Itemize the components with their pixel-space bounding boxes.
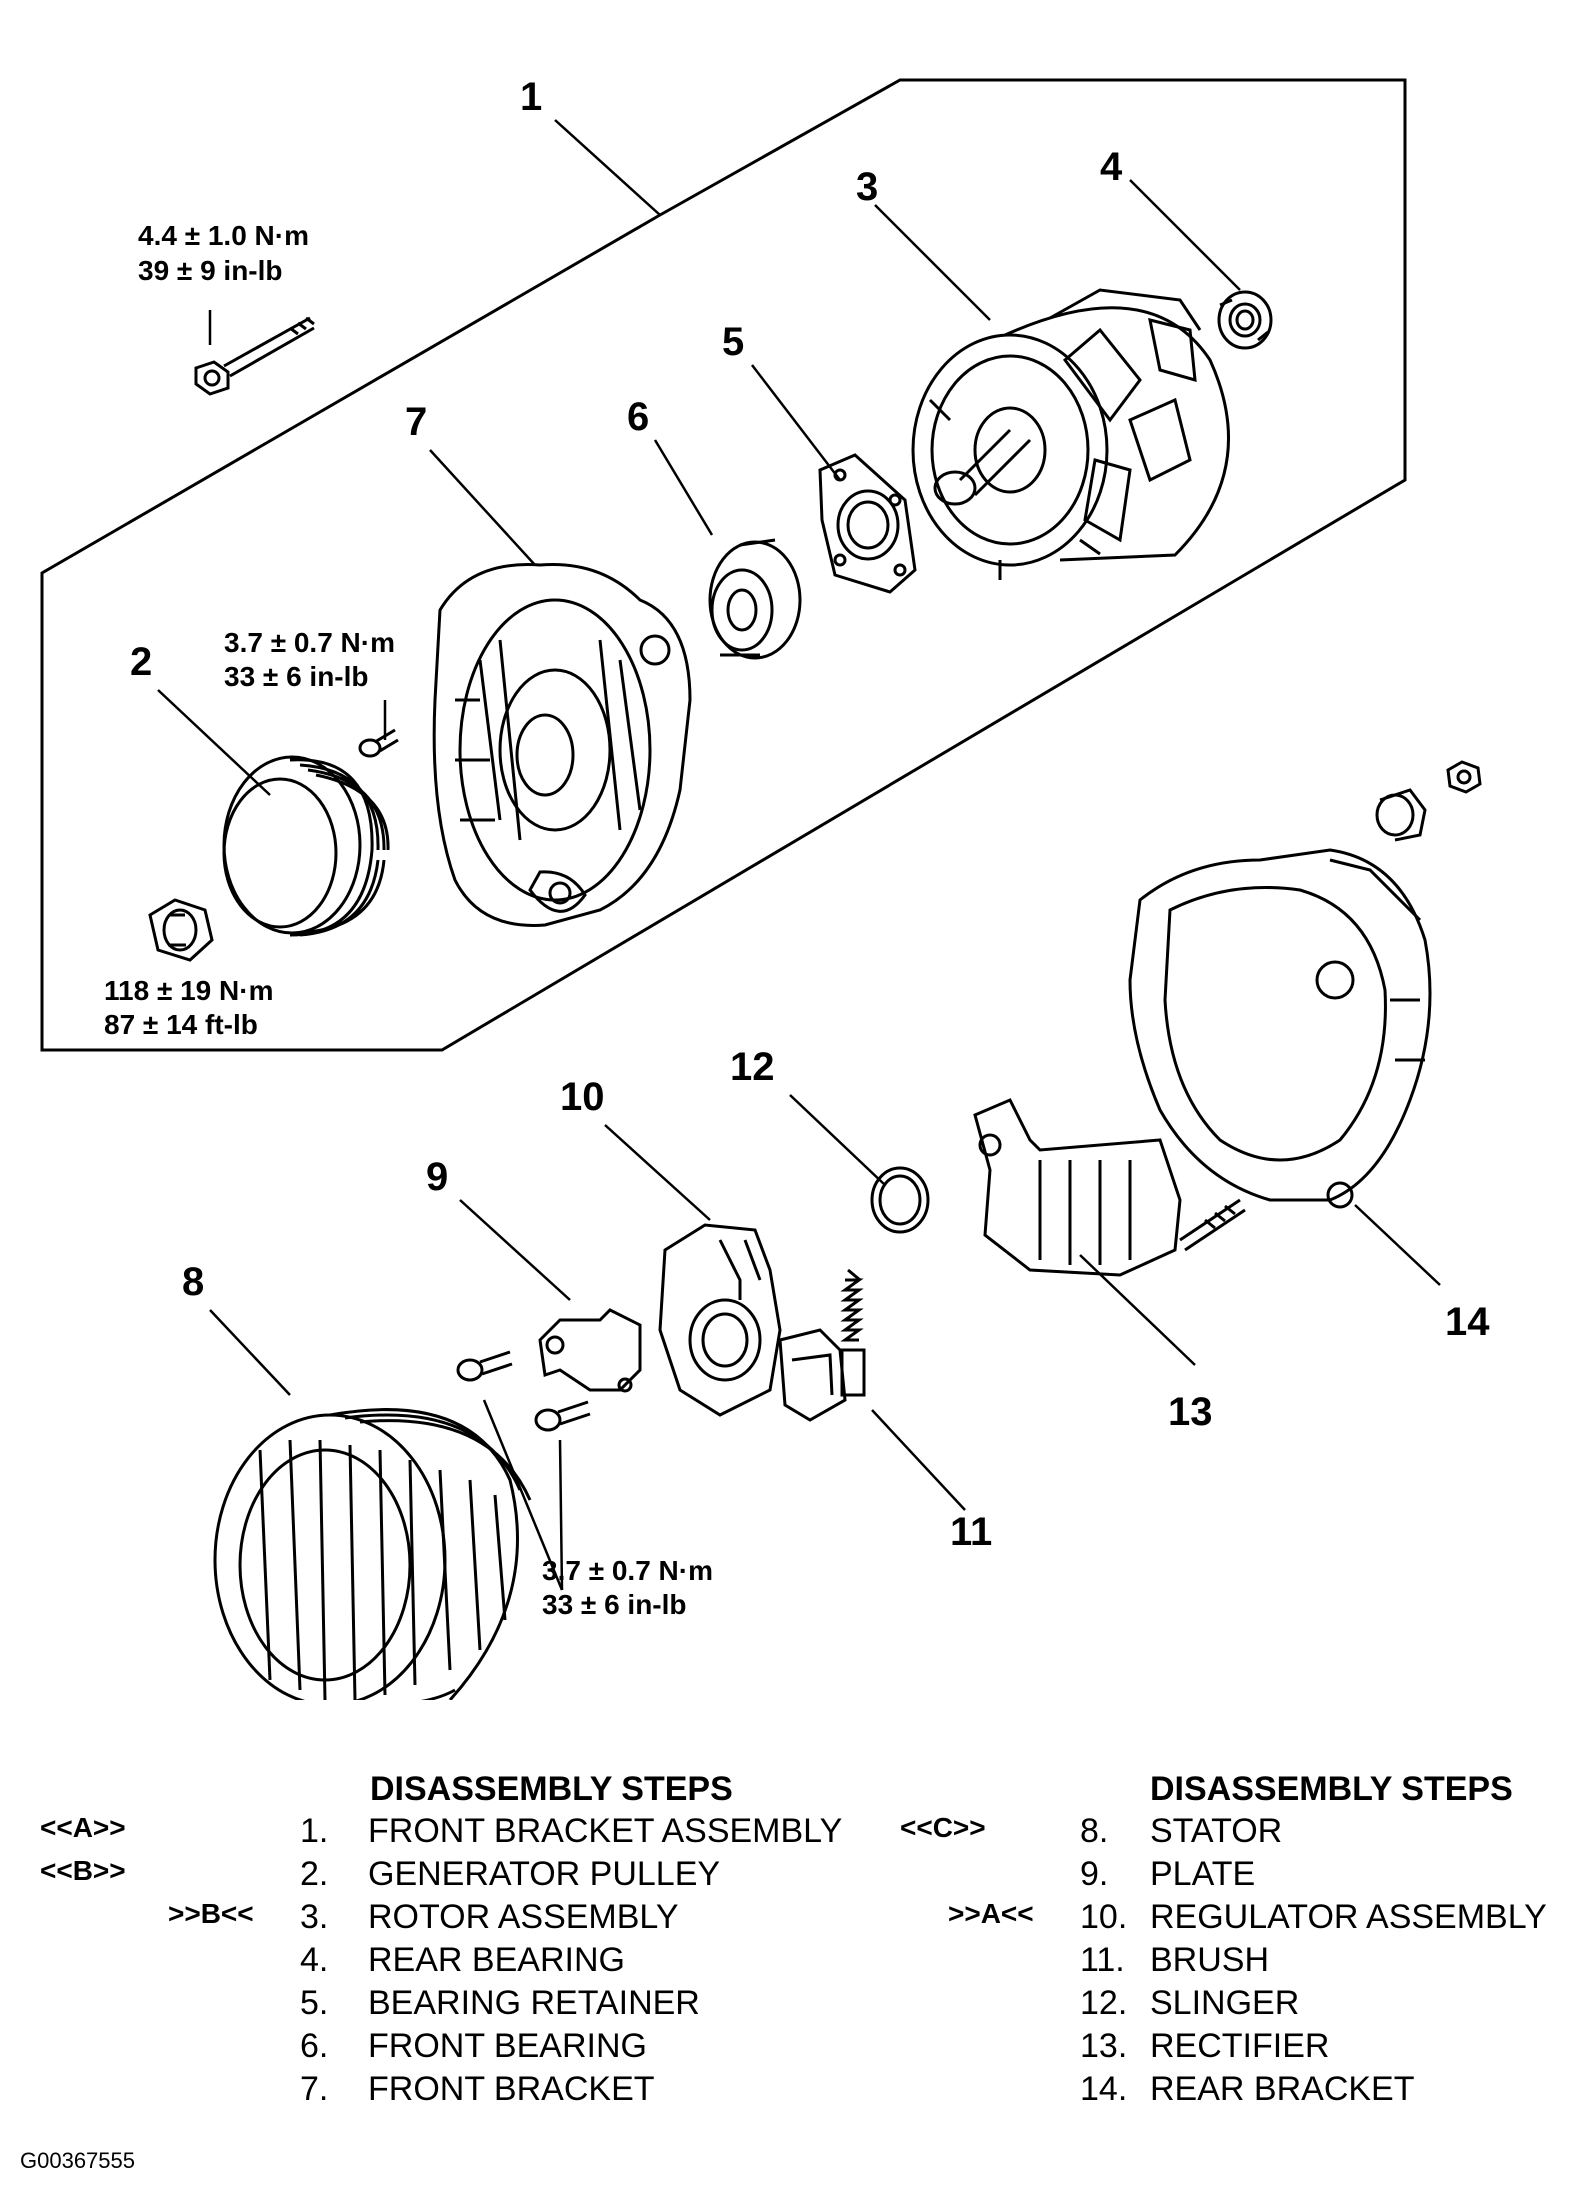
callout-2: 2 bbox=[130, 640, 152, 684]
step-label: BEARING RETAINER bbox=[368, 1984, 700, 2022]
callout-4: 4 bbox=[1100, 145, 1123, 189]
front-bracket-icon bbox=[432, 562, 692, 927]
callout-labels: 1 2 3 4 5 6 7 8 9 10 11 12 13 14 bbox=[130, 75, 1490, 1554]
step-number: 8. bbox=[1080, 1812, 1109, 1850]
rear-bearing-icon bbox=[1217, 290, 1273, 350]
through-bolt-icon bbox=[194, 316, 315, 396]
callout-8: 8 bbox=[182, 1260, 204, 1304]
step-label: BRUSH bbox=[1150, 1941, 1270, 1979]
slinger-icon bbox=[870, 1166, 930, 1234]
torque-specs: 4.4 ± 1.0 N·m 39 ± 9 in-lb 3.7 ± 0.7 N·m… bbox=[104, 220, 713, 1620]
regulator-assembly-icon bbox=[658, 1223, 847, 1422]
disassembly-steps-right: DISASSEMBLY STEPS <<C>> 8. STATOR 9. PLA… bbox=[880, 1770, 1590, 2130]
callout-1: 1 bbox=[520, 75, 542, 119]
step-label: RECTIFIER bbox=[1150, 2027, 1330, 2065]
step-label: GENERATOR PULLEY bbox=[368, 1855, 721, 1893]
step-label: SLINGER bbox=[1150, 1984, 1300, 2022]
terminal-insulator-icon bbox=[1375, 788, 1427, 842]
step-number: 9. bbox=[1080, 1855, 1109, 1893]
step-number: 3. bbox=[300, 1898, 329, 1936]
step-number: 12. bbox=[1080, 1984, 1128, 2022]
callout-13: 13 bbox=[1168, 1390, 1213, 1434]
step-label: REGULATOR ASSEMBLY bbox=[1150, 1898, 1547, 1936]
torque-nut-imp: 87 ± 14 ft-lb bbox=[104, 1009, 258, 1040]
step-number: 2. bbox=[300, 1855, 329, 1893]
torque-screw-a-nm: 3.7 ± 0.7 N·m bbox=[224, 627, 395, 658]
step-number: 6. bbox=[300, 2027, 329, 2065]
step-label: FRONT BEARING bbox=[368, 2027, 647, 2065]
step-number: 4. bbox=[300, 1941, 329, 1979]
leader-lines bbox=[157, 119, 1441, 1591]
steps-left-header: DISASSEMBLY STEPS bbox=[370, 1770, 733, 1808]
torque-screw-a-imp: 33 ± 6 in-lb bbox=[224, 661, 369, 692]
terminal-nut-icon bbox=[1446, 760, 1482, 794]
step-number: 10. bbox=[1080, 1898, 1128, 1936]
exploded-view-diagram: 1 2 3 4 5 6 7 8 9 10 11 12 13 14 4.4 ± 1… bbox=[40, 75, 1490, 1700]
step-label: FRONT BRACKET ASSEMBLY bbox=[368, 1812, 843, 1850]
torque-screw-b-nm: 3.7 ± 0.7 N·m bbox=[542, 1555, 713, 1586]
step-label: REAR BRACKET bbox=[1150, 2070, 1415, 2108]
step-number: 14. bbox=[1080, 2070, 1128, 2108]
front-bearing-icon bbox=[708, 538, 802, 660]
torque-nut-nm: 118 ± 19 N·m bbox=[104, 975, 273, 1006]
rectifier-icon bbox=[973, 1098, 1246, 1277]
step-label: PLATE bbox=[1150, 1855, 1256, 1893]
step-number: 1. bbox=[300, 1812, 329, 1850]
step-mark: <<B>> bbox=[40, 1855, 126, 1886]
step-label: STATOR bbox=[1150, 1812, 1283, 1850]
plate-screw-icon bbox=[456, 1350, 591, 1432]
callout-11: 11 bbox=[950, 1510, 992, 1554]
callout-12: 12 bbox=[730, 1045, 775, 1089]
step-number: 13. bbox=[1080, 2027, 1128, 2065]
step-mark: >>B<< bbox=[168, 1898, 254, 1929]
step-label: REAR BEARING bbox=[368, 1941, 625, 1979]
plate-icon bbox=[538, 1308, 642, 1393]
bracket-screw-icon bbox=[358, 728, 399, 758]
step-label: ROTOR ASSEMBLY bbox=[368, 1898, 679, 1936]
figure-id: G00367555 bbox=[20, 2148, 135, 2173]
step-mark: <<C>> bbox=[900, 1812, 986, 1843]
callout-7: 7 bbox=[405, 400, 427, 444]
rear-bracket-icon bbox=[1128, 848, 1432, 1209]
disassembly-steps-left: DISASSEMBLY STEPS <<A>> 1. FRONT BRACKET… bbox=[0, 1770, 900, 2130]
steps-right-header: DISASSEMBLY STEPS bbox=[1150, 1770, 1513, 1808]
step-number: 11. bbox=[1080, 1941, 1125, 1979]
callout-9: 9 bbox=[426, 1155, 448, 1199]
generator-pulley-icon bbox=[222, 755, 390, 937]
callout-6: 6 bbox=[627, 395, 649, 439]
bearing-retainer-icon bbox=[818, 453, 917, 594]
pulley-nut-icon bbox=[148, 898, 214, 962]
torque-screw-b-imp: 33 ± 6 in-lb bbox=[542, 1589, 687, 1620]
torque-bolt-imp: 39 ± 9 in-lb bbox=[138, 255, 283, 286]
step-label: FRONT BRACKET bbox=[368, 2070, 655, 2108]
callout-3: 3 bbox=[856, 165, 878, 209]
step-number: 5. bbox=[300, 1984, 329, 2022]
torque-bolt-nm: 4.4 ± 1.0 N·m bbox=[138, 220, 309, 251]
step-mark: <<A>> bbox=[40, 1812, 126, 1843]
callout-14: 14 bbox=[1445, 1300, 1490, 1344]
callout-10: 10 bbox=[560, 1075, 605, 1119]
callout-5: 5 bbox=[722, 320, 744, 364]
stator-icon bbox=[213, 1408, 532, 1700]
rotor-assembly-icon bbox=[911, 288, 1231, 580]
brush-icon bbox=[840, 1268, 866, 1397]
assembly-1-boundary bbox=[40, 78, 1407, 1052]
step-mark: >>A<< bbox=[948, 1898, 1034, 1929]
step-number: 7. bbox=[300, 2070, 329, 2108]
